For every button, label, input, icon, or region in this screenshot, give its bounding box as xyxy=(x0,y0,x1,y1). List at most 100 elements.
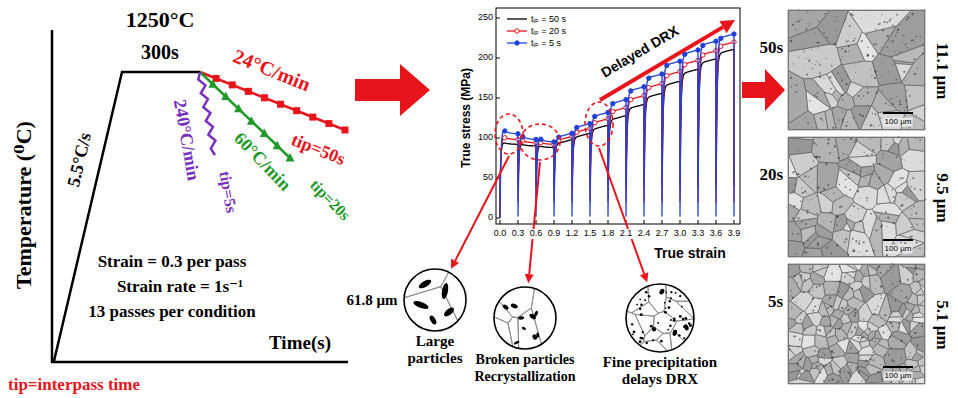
speckle xyxy=(875,309,876,310)
speckle xyxy=(796,84,798,86)
speckle xyxy=(807,11,808,12)
speckle xyxy=(804,377,806,379)
speckle xyxy=(804,117,805,118)
fine-dot xyxy=(644,299,646,301)
grain-boundary xyxy=(518,308,543,350)
speckle xyxy=(915,267,917,269)
grain xyxy=(872,54,901,86)
grain xyxy=(894,193,916,212)
scale-bar xyxy=(883,112,913,114)
speckle xyxy=(799,372,801,374)
speckle xyxy=(867,92,869,94)
speckle xyxy=(841,307,843,309)
speckle xyxy=(795,253,796,254)
speckle xyxy=(808,251,810,253)
tick-value: 1.8 xyxy=(601,229,616,239)
size-label: 5.1 µm xyxy=(934,300,951,349)
square-marker xyxy=(277,101,284,108)
speckle xyxy=(816,92,818,94)
speckle xyxy=(812,68,814,70)
speckle xyxy=(830,319,832,321)
speckle xyxy=(830,221,832,223)
speckle xyxy=(881,47,882,48)
fine-dot xyxy=(664,311,667,314)
tick-mark xyxy=(572,220,573,224)
speckle xyxy=(840,76,842,78)
speckle xyxy=(806,28,807,29)
speckle xyxy=(906,345,907,346)
circle-outline-layer xyxy=(625,283,695,353)
speckle xyxy=(881,62,883,64)
speckle xyxy=(797,363,799,365)
tick-value: 150 xyxy=(478,93,493,103)
speckle xyxy=(823,78,824,79)
speckle xyxy=(886,144,887,145)
speckle xyxy=(810,23,811,24)
fine-dot xyxy=(675,292,677,294)
speckle xyxy=(885,211,887,213)
grain xyxy=(879,294,891,322)
speckle xyxy=(849,161,850,162)
grain xyxy=(808,284,825,299)
speckle xyxy=(912,278,913,279)
speckle xyxy=(878,266,880,268)
scale-value: 100 µm xyxy=(884,372,913,381)
grain xyxy=(911,305,919,314)
speckle xyxy=(907,170,908,171)
speckle xyxy=(870,358,872,360)
speckle xyxy=(892,341,894,343)
grain xyxy=(902,308,910,319)
speckle xyxy=(872,352,874,354)
speckle xyxy=(830,88,832,90)
speckle xyxy=(906,47,907,48)
speckle xyxy=(917,344,919,346)
grain xyxy=(907,171,925,201)
speckle xyxy=(855,65,857,67)
speckle xyxy=(819,76,821,78)
speckle xyxy=(901,357,903,359)
scale-value: 100 µm xyxy=(884,118,913,127)
speckle xyxy=(790,86,792,88)
speckle xyxy=(875,230,877,232)
speckle xyxy=(917,224,919,226)
speckle xyxy=(871,75,872,76)
speckle xyxy=(872,174,874,176)
speckle xyxy=(867,54,869,56)
speckle xyxy=(838,307,839,308)
particle-sketch xyxy=(625,283,695,353)
curve-marker xyxy=(732,32,736,36)
speckle xyxy=(897,28,899,30)
speckle xyxy=(853,205,855,207)
speckle xyxy=(844,337,846,339)
caption-text: Large particles xyxy=(399,333,471,367)
speckle xyxy=(889,266,891,268)
medium-blob xyxy=(502,304,510,311)
coarse-blob xyxy=(428,314,437,325)
speckle xyxy=(886,22,888,24)
particle-circle: Large particles xyxy=(403,268,467,332)
speckle xyxy=(884,354,885,355)
curve-marker xyxy=(503,136,507,140)
speckle xyxy=(893,227,895,229)
speckle xyxy=(917,281,918,282)
square-marker xyxy=(261,94,268,101)
speckle xyxy=(822,365,824,367)
speckle xyxy=(843,329,845,331)
grain xyxy=(910,336,925,353)
speckle xyxy=(834,373,835,374)
grain xyxy=(788,240,805,257)
speckle xyxy=(871,153,873,155)
speckle xyxy=(798,217,800,219)
speckle xyxy=(847,122,848,123)
speckle xyxy=(893,222,895,224)
speckle xyxy=(919,139,921,141)
speckle xyxy=(870,69,871,70)
condition-label: 50s xyxy=(759,39,783,56)
fine-dot xyxy=(657,322,659,324)
speckle xyxy=(801,188,802,189)
process-note: Strain rate = 1s⁻¹ xyxy=(117,278,243,297)
speckle xyxy=(898,164,899,165)
speckle xyxy=(920,162,921,163)
speckle xyxy=(899,177,901,179)
speckle xyxy=(866,154,868,156)
